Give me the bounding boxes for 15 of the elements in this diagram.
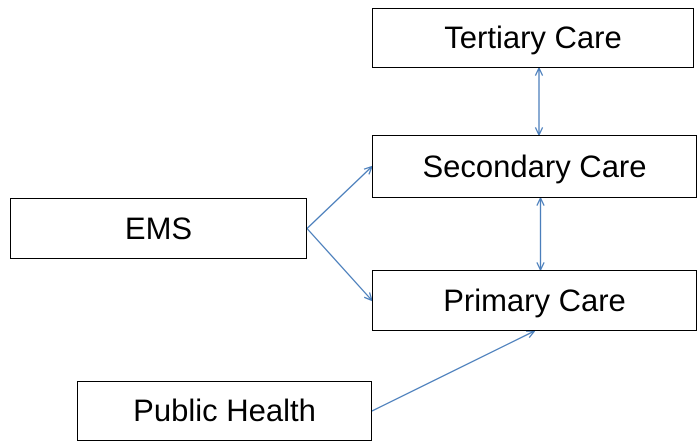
box-label: Public Health <box>133 393 316 429</box>
box-label: EMS <box>124 210 192 246</box>
box-label: Secondary Care <box>422 148 646 184</box>
box-label: Primary Care <box>443 282 626 318</box>
process-box <box>77 381 372 441</box>
process-box <box>372 8 694 68</box>
arrow <box>306 166 373 229</box>
arrow <box>372 330 536 412</box>
box-label: Tertiary Care <box>444 20 622 56</box>
arrow <box>306 228 373 302</box>
process-box <box>372 270 697 331</box>
process-box <box>10 198 307 259</box>
arrow <box>534 67 544 136</box>
arrow <box>536 197 545 271</box>
process-box <box>372 135 697 198</box>
